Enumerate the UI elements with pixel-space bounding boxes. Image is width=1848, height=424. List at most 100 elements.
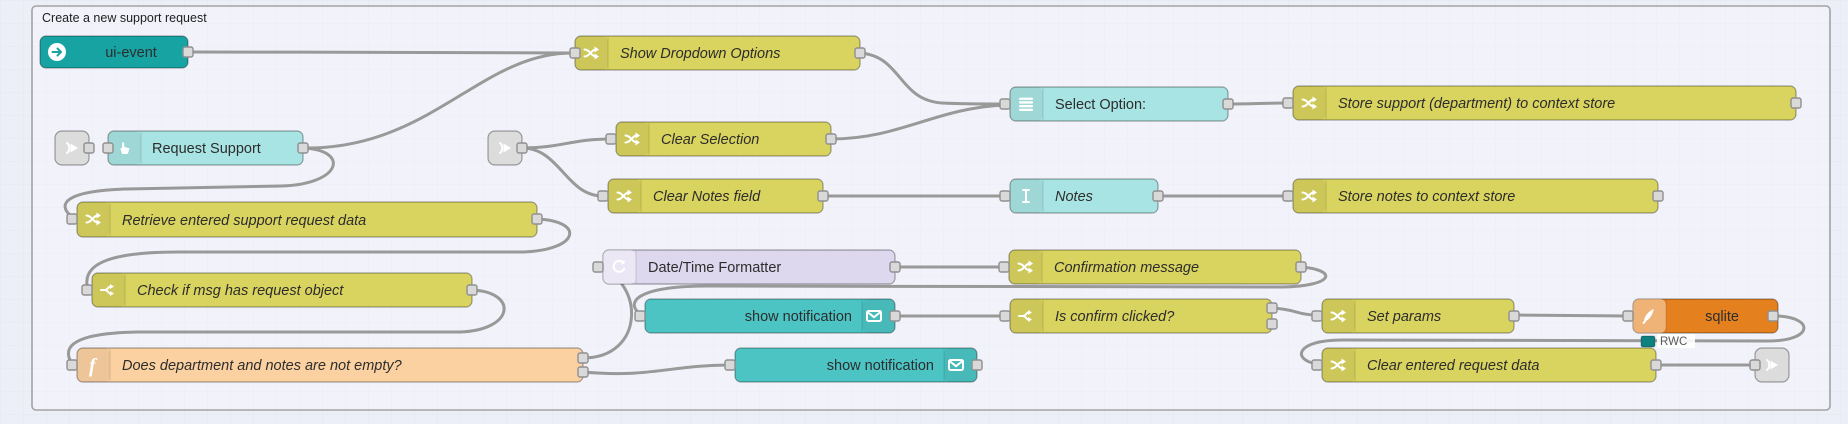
node-status: RWC [1640, 334, 1695, 348]
port-in[interactable] [605, 133, 617, 145]
wire[interactable] [858, 51, 1007, 106]
port-out-1[interactable] [577, 352, 589, 364]
node-label: Show Dropdown Options [620, 46, 780, 62]
wire[interactable] [520, 146, 605, 198]
node-request-support[interactable]: Request Support [102, 130, 309, 166]
wire[interactable] [1512, 313, 1630, 318]
port-in[interactable] [1311, 310, 1323, 322]
port-in[interactable] [66, 359, 78, 371]
port-out-2[interactable] [577, 366, 589, 378]
node-label: Store notes to context store [1338, 189, 1515, 205]
port-out[interactable] [1790, 97, 1802, 109]
node-link-in-1[interactable] [54, 130, 95, 166]
port-in[interactable] [1622, 310, 1634, 322]
port-in[interactable] [1282, 190, 1294, 202]
port-out[interactable] [531, 213, 543, 225]
port-out[interactable] [1767, 310, 1779, 322]
port-out[interactable] [1152, 190, 1164, 202]
port-in[interactable] [592, 261, 604, 273]
node-label: Store support (department) to context st… [1338, 96, 1615, 112]
node-show-notification-1[interactable]: show notification [634, 298, 901, 334]
node-label: Clear Notes field [653, 189, 761, 205]
node-store-notes[interactable]: Store notes to context store [1282, 178, 1664, 214]
node-sqlite[interactable]: sqlite RWC [1622, 298, 1779, 348]
port-out[interactable] [466, 284, 478, 296]
node-check-msg[interactable]: Check if msg has request object [81, 272, 478, 308]
node-label: Is confirm clicked? [1055, 309, 1175, 325]
node-datetime-formatter[interactable]: Date/Time Formatter [592, 249, 901, 285]
wire[interactable] [581, 363, 732, 376]
port-in[interactable] [999, 98, 1011, 110]
wire[interactable] [85, 217, 571, 287]
node-link-in-2[interactable] [487, 130, 528, 166]
port-in[interactable] [1749, 359, 1761, 371]
node-label: show notification [745, 309, 852, 325]
node-clear-entered-request-data[interactable]: Clear entered request data [1311, 347, 1662, 383]
node-does-dept-notes-not-empty[interactable]: f Does department and notes are not empt… [66, 347, 589, 383]
port-out[interactable] [182, 46, 194, 58]
port-out[interactable] [1650, 359, 1662, 371]
port-in[interactable] [998, 261, 1010, 273]
node-label: Select Option: [1055, 97, 1146, 113]
port-in[interactable] [1311, 359, 1323, 371]
node-ui-event[interactable]: ui-event [39, 35, 194, 69]
node-is-confirm-clicked[interactable]: Is confirm clicked? [999, 298, 1278, 334]
port-out[interactable] [516, 142, 528, 154]
port-out[interactable] [854, 47, 866, 59]
wire[interactable] [632, 265, 1328, 316]
node-label: sqlite [1705, 309, 1739, 325]
node-show-notification-2[interactable]: show notification [724, 347, 983, 383]
node-set-params[interactable]: Set params [1311, 298, 1520, 334]
ui-event-icon [48, 43, 66, 61]
port-in[interactable] [634, 310, 646, 322]
port-out[interactable] [1508, 310, 1520, 322]
port-out[interactable] [1652, 190, 1664, 202]
port-out[interactable] [83, 142, 95, 154]
node-label: Confirmation message [1054, 260, 1199, 276]
node-label: show notification [827, 358, 934, 374]
node-notes[interactable]: Notes [999, 178, 1164, 214]
node-clear-notes-field[interactable]: Clear Notes field [597, 178, 829, 214]
node-label: Notes [1055, 189, 1093, 205]
port-in[interactable] [724, 359, 736, 371]
port-out-1[interactable] [1266, 302, 1278, 314]
port-out[interactable] [1222, 98, 1234, 110]
wire[interactable] [1300, 314, 1806, 366]
node-label: Set params [1367, 309, 1441, 325]
wire[interactable] [520, 137, 613, 150]
wires-layer [63, 50, 1806, 376]
node-retrieve-request-data[interactable]: Retrieve entered support request data [66, 201, 543, 238]
port-out[interactable] [825, 133, 837, 145]
wire[interactable] [63, 146, 335, 219]
wire[interactable] [1226, 101, 1290, 106]
node-label: Request Support [152, 141, 261, 157]
wire[interactable] [829, 103, 1007, 141]
port-out[interactable] [889, 310, 901, 322]
node-show-dropdown-options[interactable]: Show Dropdown Options [569, 35, 866, 71]
node-clear-selection[interactable]: Clear Selection [605, 121, 837, 157]
port-in[interactable] [569, 47, 581, 59]
port-out[interactable] [971, 359, 983, 371]
node-label: Retrieve entered support request data [122, 213, 366, 229]
port-in[interactable] [81, 284, 93, 296]
node-confirmation-message[interactable]: Confirmation message [998, 249, 1307, 285]
node-select-option[interactable]: Select Option: [999, 86, 1234, 122]
port-out[interactable] [889, 261, 901, 273]
port-out[interactable] [817, 190, 829, 202]
port-in[interactable] [999, 190, 1011, 202]
port-out[interactable] [1295, 261, 1307, 273]
port-in[interactable] [66, 213, 78, 225]
port-out[interactable] [297, 142, 309, 154]
port-in[interactable] [999, 310, 1011, 322]
node-store-support[interactable]: Store support (department) to context st… [1282, 85, 1802, 121]
wire[interactable] [67, 288, 506, 362]
node-link-out[interactable] [1749, 347, 1790, 383]
port-in[interactable] [597, 190, 609, 202]
port-out-2[interactable] [1266, 318, 1278, 330]
port-in[interactable] [102, 142, 114, 154]
wire[interactable] [301, 51, 574, 150]
node-label: Does department and notes are not empty? [122, 358, 403, 374]
port-in[interactable] [1282, 97, 1294, 109]
wire[interactable] [186, 50, 574, 55]
